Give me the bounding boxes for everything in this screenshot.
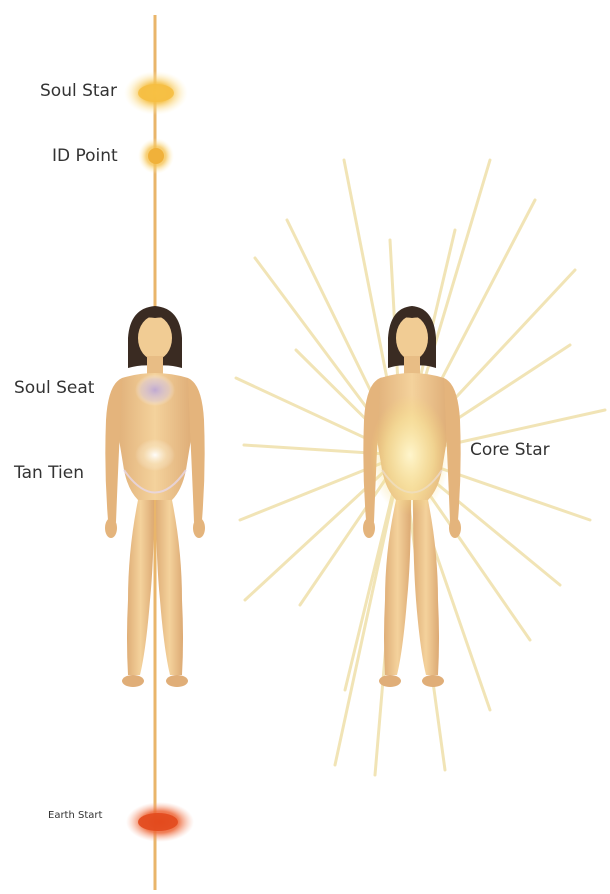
label-core-star: Core Star	[470, 440, 550, 460]
label-id-point: ID Point	[52, 146, 118, 166]
earth-star-icon	[126, 802, 194, 842]
label-tan-tien: Tan Tien	[14, 463, 84, 483]
right-figure	[363, 306, 461, 687]
soul-seat-glow	[135, 374, 175, 406]
soul-star-icon	[124, 71, 188, 115]
core-star-glow	[370, 395, 450, 515]
label-soul-star: Soul Star	[40, 81, 117, 101]
label-soul-seat: Soul Seat	[14, 378, 94, 398]
id-point-icon	[138, 138, 174, 174]
tan-tien-glow	[135, 439, 175, 471]
label-earth-star: Earth Start	[48, 810, 102, 821]
